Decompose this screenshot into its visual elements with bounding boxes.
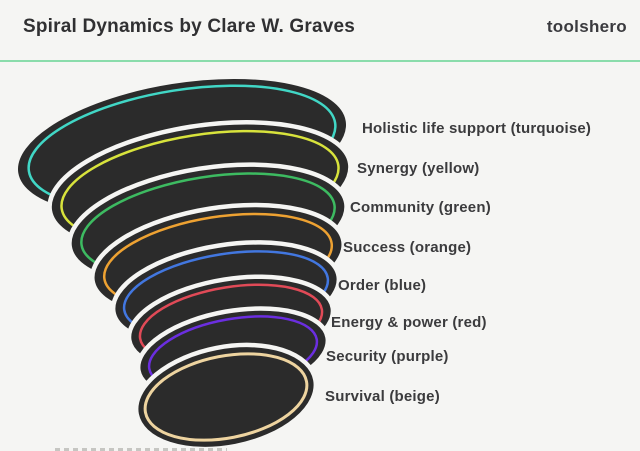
label-energy-power: Energy & power (red): [331, 314, 487, 331]
label-order: Order (blue): [338, 277, 427, 294]
bottom-cutoff-text-remnant: [55, 448, 227, 451]
header-divider-line: [0, 60, 640, 62]
header-bar: Spiral Dynamics by Clare W. Graves tools…: [0, 0, 640, 60]
spiral-lobe: [133, 342, 319, 451]
label-synergy: Synergy (yellow): [357, 160, 480, 177]
page-title: Spiral Dynamics by Clare W. Graves: [23, 16, 356, 37]
label-community: Community (green): [350, 199, 491, 216]
label-holistic-life-support: Holistic life support (turquoise): [362, 120, 592, 137]
beige-ring: [143, 352, 309, 442]
toolshero-logo: toolshero: [546, 17, 627, 36]
label-survival: Survival (beige): [325, 388, 440, 405]
label-security: Security (purple): [326, 348, 449, 365]
label-success: Success (orange): [343, 239, 472, 256]
spiral-level-survival: [133, 342, 319, 451]
